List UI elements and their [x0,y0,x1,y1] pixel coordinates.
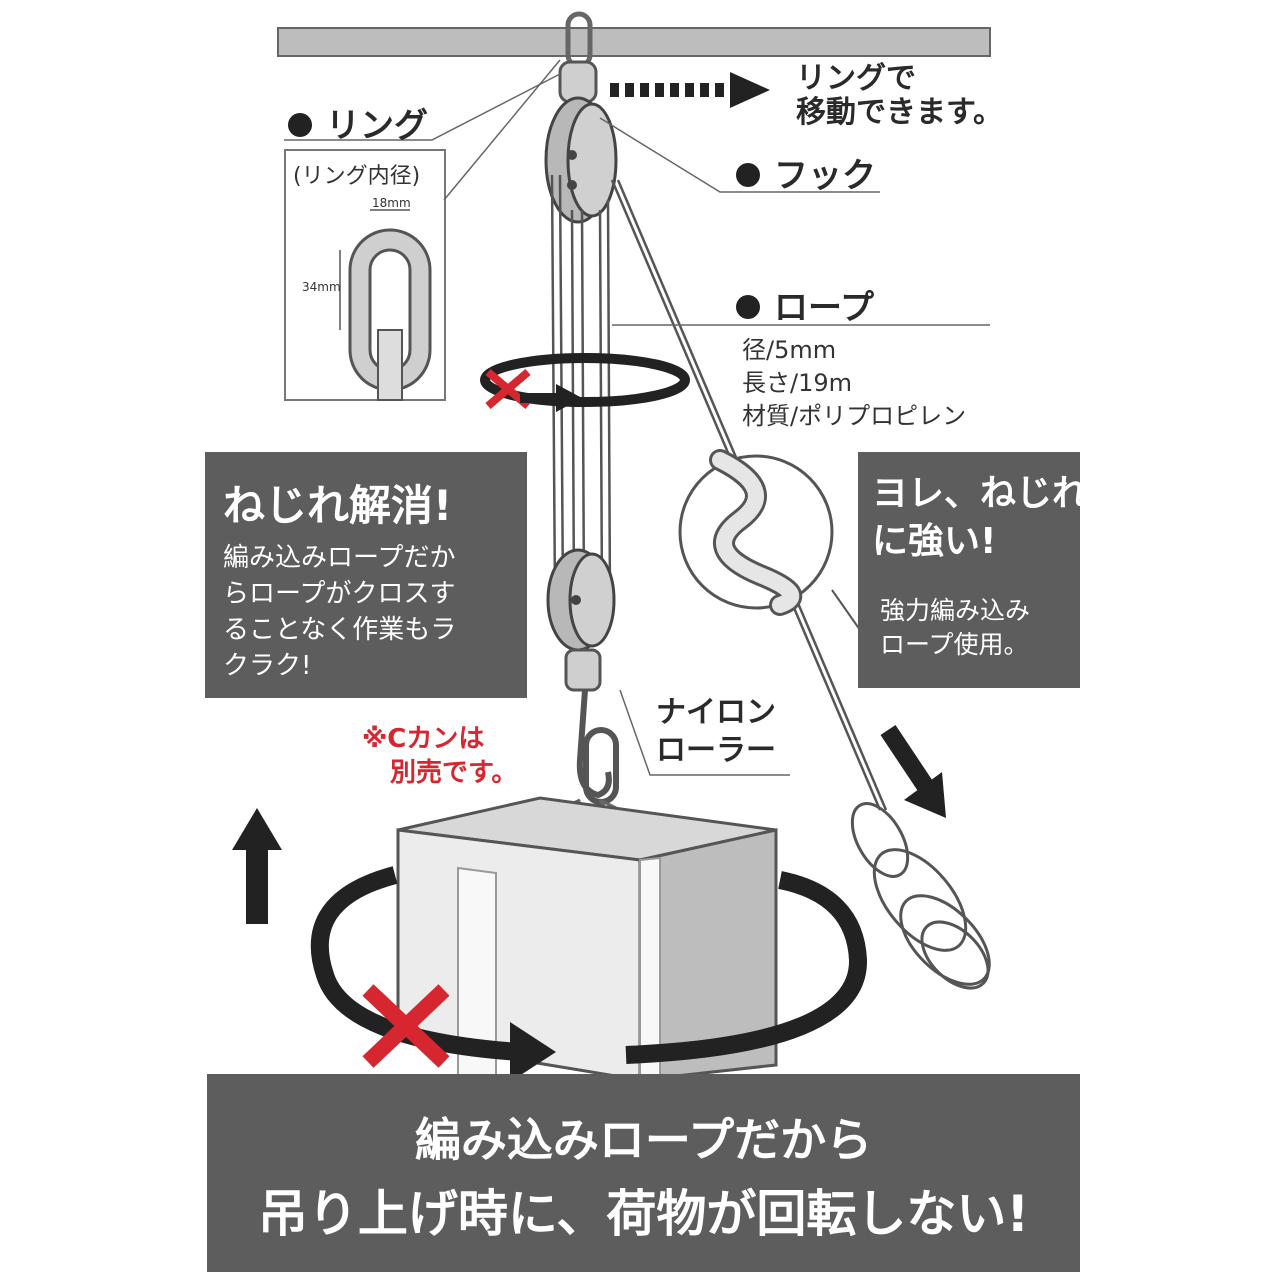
ckan-note: ※Cカンは 別売です。 [362,722,517,790]
strong-line-1: 強力編み込み [880,596,1031,625]
ceiling-bar [277,27,991,57]
big-twist-circle-icon [310,866,868,1082]
ring-width-dim: 18mm [372,196,411,210]
bullet-dot-icon [736,162,760,187]
small-twist-circle-icon [480,353,690,412]
twist-callout-box: ねじれ解消! 編み込みロープだか らロープがクロスす ることなく作業もラ クラク… [205,452,527,698]
strong-callout-box: ヨレ、ねじれ に強い! 強力編み込み ロープ使用。 [858,452,1088,688]
upper-hook [558,60,598,104]
up-arrow-icon [232,808,282,924]
cargo-box [396,796,778,1087]
upper-pulley [544,96,618,224]
move-note-line-1: リングで [796,61,916,96]
bottom-banner-line-2: 吊り上げ時に、荷物が回転しない! [257,1185,1030,1243]
hook-label: フック [736,148,876,197]
twist-callout-text: 編み込みロープだか らロープがクロスす ることなく作業もラ クラク! [223,540,456,684]
twist-line-3: ることなく作業もラ [223,615,457,645]
twist-line-2: らロープがクロスす [223,579,456,609]
rope-closeup [678,449,861,631]
bottom-banner-line-1: 編み込みロープだから [414,1113,873,1167]
leader-lines [284,59,990,776]
ring-inset [284,149,446,401]
twist-callout-title: ねじれ解消! [223,481,453,530]
ckan-note-line-1: ※Cカンは [362,724,485,754]
ring-label: リング [288,98,428,147]
nylon-roller-line-1: ナイロン [656,695,776,730]
rope-spec-length: 長さ/19m [742,369,853,397]
strong-callout-text: 強力編み込み ロープ使用。 [880,594,1030,662]
strong-callout-title: ヨレ、ねじれ に強い! [872,470,1088,566]
ring-height-dim: 34mm [302,280,341,294]
twist-line-4: クラク! [223,651,312,681]
bullet-dot-icon [736,294,760,319]
nylon-roller-line-2: ローラー [656,733,776,768]
move-arrow-icon [610,72,770,108]
rope-label: ロープ [736,280,874,329]
move-note-line-2: 移動できます。 [796,95,1003,130]
rope-coil [850,802,991,990]
strong-title-line-2: に強い! [872,521,997,562]
ring-inset-caption: (リング内径) [293,164,421,189]
bullet-dot-icon [288,112,312,137]
down-right-arrow-icon [880,725,946,818]
rope-spec-material: 材質/ポリプロピレン [742,402,967,430]
strong-title-line-1: ヨレ、ねじれ [872,473,1089,514]
strong-line-2: ロープ使用。 [880,630,1029,659]
rope-specs: 径/5mm 長さ/19m 材質/ポリプロピレン [742,334,966,433]
lower-hook [576,689,612,799]
bottom-banner: 編み込みロープだから 吊り上げ時に、荷物が回転しない! [207,1074,1080,1272]
twist-line-1: 編み込みロープだか [223,543,456,573]
lower-pulley [546,548,616,692]
ckan-note-line-2: 別売です。 [390,758,518,788]
rope-spec-diameter: 径/5mm [742,336,837,364]
nylon-roller-label: ナイロン ローラー [656,694,776,770]
move-note: リングで 移動できます。 [796,62,1003,130]
